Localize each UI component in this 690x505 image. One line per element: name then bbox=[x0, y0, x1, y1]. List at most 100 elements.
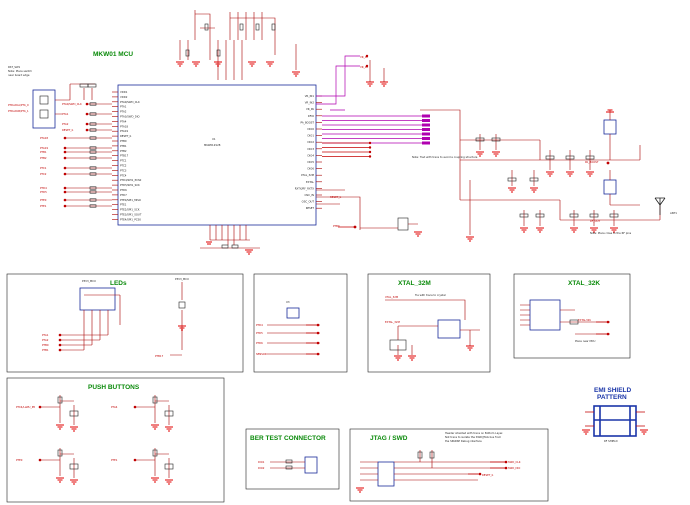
rf-flag-2: VR_PA bbox=[360, 65, 368, 69]
left-flag-resistor bbox=[89, 190, 97, 194]
mcu-left-pin-label: PTC1 bbox=[120, 159, 127, 163]
led-flag-label: PTA1 bbox=[42, 333, 49, 337]
sensor-section: PTD4 PTD5 PTD6 SENSOR U3 bbox=[253, 273, 348, 373]
mcu-block: MKW01 MCU U1 MKW01Z128 VDD1VDD2PTA0/SWD_… bbox=[93, 51, 422, 255]
mcu-left-pin-label: PTA4 bbox=[120, 119, 127, 123]
jtag-section-title: JTAG / SWD bbox=[370, 435, 408, 442]
mcu-left-pin-label: PTA1 bbox=[120, 105, 127, 109]
rf-note: Note: Place close to the RF pins bbox=[590, 231, 632, 235]
leds-frame bbox=[6, 273, 244, 373]
dio-flag bbox=[422, 128, 430, 131]
mcu-ref: U1 bbox=[212, 137, 216, 141]
left-flag-resistor bbox=[89, 156, 97, 160]
left-flag-resistor bbox=[89, 186, 97, 190]
jtag-note-2: Not trace to isolate the SWD/JTAG bus fr… bbox=[445, 435, 502, 439]
mcu-chip-outline bbox=[117, 84, 317, 226]
mcu-right-pin-label: DIO3 bbox=[308, 147, 315, 151]
mcu-left-pin-label: PTA18 bbox=[120, 124, 128, 128]
left-reset-area: PTDatmA/PTb_0 PTDatmB/PTb_1 RST_SW1 Note… bbox=[8, 65, 97, 129]
sensor-sig-2: PTD5 bbox=[256, 331, 263, 335]
ber-section: BER TEST CONNECTOR DIO1 DIO2 bbox=[245, 428, 340, 490]
rf-network: VR_IN VR_PA ANT1 RF_OUT Note: Place clos… bbox=[316, 54, 677, 242]
left-flag-resistor bbox=[89, 122, 97, 126]
left-flag-label: PTC2 bbox=[40, 172, 47, 176]
mcu-left-pin-label: PTE0/SPI1_MISO bbox=[120, 198, 141, 202]
ber-sig-2: DIO2 bbox=[258, 466, 265, 470]
xtal32k-sig: EXTAL32K bbox=[578, 318, 591, 322]
led-sw-flag: PTB17 bbox=[155, 354, 164, 358]
mcu-right-pin-label: DIO5 bbox=[308, 160, 315, 164]
emi-ref: RF SHIELD bbox=[604, 439, 618, 443]
left-flag-label: PTC1 bbox=[40, 166, 47, 170]
mcu-right-pin-label: VR_IN2 bbox=[305, 101, 315, 105]
xtal32k-frame bbox=[513, 273, 631, 359]
mcu-left-pin-label: PTA0/SWD_CLK bbox=[120, 100, 140, 104]
xtal32m-section: XTAL_32M XTAL_32M EXTAL_32M Tie with tra… bbox=[367, 273, 491, 373]
led-vdd: P3V3_MCU bbox=[175, 277, 189, 281]
mcu-right-pin-label: XTAL_32M bbox=[301, 173, 314, 177]
push-button-cell: PTC4/LLWU_P8 bbox=[16, 395, 79, 432]
left-flag-label: PTA18 bbox=[40, 136, 48, 140]
mcu-left-pin-label: PTE3/SPI1_SOUT bbox=[120, 213, 142, 217]
left-flag-dot bbox=[63, 172, 67, 176]
sensor-sig-1: PTD4 bbox=[256, 323, 263, 327]
left-flag-dot bbox=[63, 198, 67, 202]
mcu-right-pin-label: RXTX/RF_RXTX bbox=[295, 186, 314, 190]
jtag-frame bbox=[349, 428, 549, 502]
jtag-sig-3: RESET_b bbox=[482, 473, 494, 477]
xtal32m-section-title: XTAL_32M bbox=[398, 280, 431, 287]
push-frame bbox=[6, 377, 225, 503]
mcu-left-pin-label: PTD5/SPI1_SCK bbox=[120, 183, 140, 187]
mcu-right-pin-label: OSC_OUT bbox=[302, 200, 315, 204]
xtal32m-frame bbox=[367, 273, 491, 373]
mcu-left-pin-label: PTB17 bbox=[120, 154, 129, 158]
led-flag-label: PTB1 bbox=[42, 348, 49, 352]
left-flag-label: PTD4 bbox=[40, 186, 47, 190]
dio-red-dot bbox=[368, 155, 372, 158]
led-flag-dot bbox=[58, 343, 62, 347]
led-flag-label: PTB0 bbox=[42, 343, 49, 347]
left-flag-label: PTB1 bbox=[40, 150, 47, 154]
pa-boost-flag: PA_BOOST bbox=[585, 160, 599, 164]
xtal32k-section: XTAL_32K EXTAL32K Place near MCU bbox=[513, 273, 631, 359]
mcu-left-pin-label: PTC4 bbox=[120, 173, 127, 177]
left-flag-1: PTDatmA/PTb_0 bbox=[8, 103, 29, 107]
mcu-left-pin-label: PTD4/SPI1_PCS0 bbox=[120, 178, 142, 182]
mcu-left-pin-label: RESET_b bbox=[120, 134, 132, 138]
mcu-left-pin-label: PTE2/SPI1_SCK bbox=[120, 208, 140, 212]
emi-section: EMI SHIELD PATTERN RF SHIELD bbox=[582, 387, 648, 443]
ptb-label: PTB0 bbox=[333, 224, 340, 228]
dio-red-dot bbox=[368, 146, 372, 149]
led-flag-dot bbox=[58, 348, 62, 352]
left-flag-resistor bbox=[89, 102, 97, 106]
jtag-section: JTAG / SWD Header shielded with trace on… bbox=[349, 428, 549, 502]
jtag-note-1: Header shielded with trace on Bottom Lay… bbox=[445, 431, 503, 435]
ber-section-title: BER TEST CONNECTOR bbox=[250, 435, 326, 442]
left-flag-resistor bbox=[89, 204, 97, 208]
left-flag-resistor bbox=[89, 172, 97, 176]
left-note: RST_SW1 bbox=[8, 65, 21, 69]
led-flag-dot bbox=[58, 338, 62, 342]
mcu-left-pin-label: PTD6 bbox=[120, 188, 127, 192]
mcu-right-pin-label: DIO2 bbox=[308, 140, 315, 144]
mcu-left-pin-label: VDD2 bbox=[120, 95, 128, 99]
xtal32m-sig: XTAL_32M bbox=[385, 295, 398, 299]
left-flag-resistor bbox=[89, 128, 97, 132]
mcu-note-1: Note: Tied with trace to avoid a couplin… bbox=[412, 155, 478, 159]
mcu-left-pin-label: PTC3 bbox=[120, 168, 127, 172]
mcu-right-pin-label: VR_PA bbox=[306, 107, 314, 111]
mcu-left-flags: PTA0/SWD_CLKPTA1PTA2RESET_bPTA18PTA19PTB… bbox=[40, 102, 112, 208]
mcu-right-pin-label: OSC_IN bbox=[304, 193, 314, 197]
xtal32m-sig2: EXTAL_32M bbox=[385, 320, 400, 324]
dio-bus bbox=[322, 114, 430, 158]
mcu-left-pin-label: PTB1 bbox=[120, 144, 127, 148]
left-flag-dot bbox=[85, 112, 89, 116]
mcu-left-pin-label: PTA2 bbox=[120, 110, 127, 114]
left-flag-dot bbox=[63, 150, 67, 154]
antenna-label: ANT1 bbox=[670, 211, 677, 215]
reset-label: RESET_b bbox=[330, 195, 342, 199]
left-note-2: Note: Place switch bbox=[8, 69, 32, 73]
mcu-left-pin-label: PTA3/SWD_DIO bbox=[120, 115, 140, 119]
